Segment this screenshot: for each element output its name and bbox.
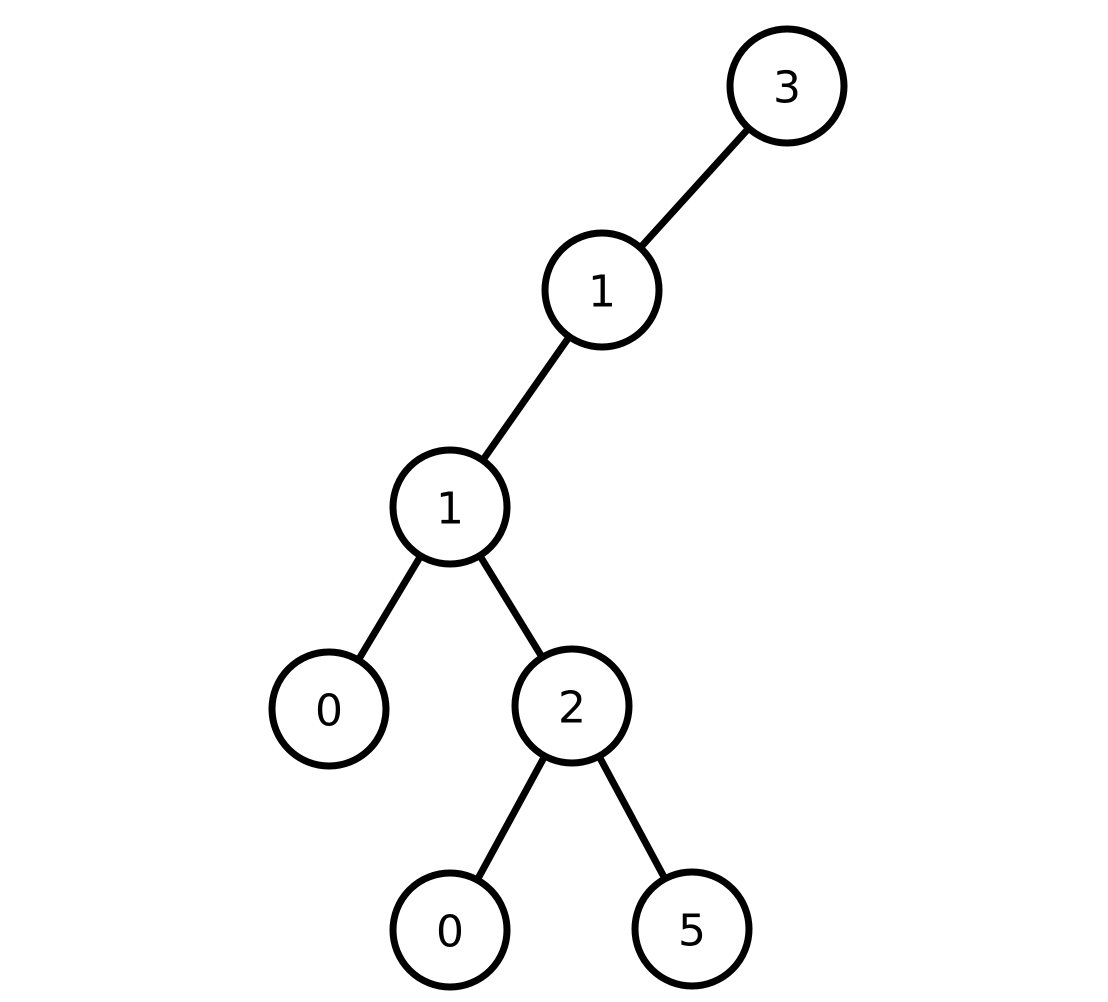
tree-node-circle <box>389 446 511 568</box>
tree-node: 1 <box>541 229 663 351</box>
tree-node-circle <box>268 648 390 770</box>
tree-node-circle <box>631 868 753 990</box>
tree-node: 1 <box>389 446 511 568</box>
tree-node: 3 <box>726 25 848 147</box>
tree-node-label: 5 <box>678 906 706 957</box>
tree-node-circle <box>511 645 633 767</box>
tree-node: 0 <box>268 648 390 770</box>
tree-node-label: 3 <box>773 63 801 114</box>
tree-node-circle <box>726 25 848 147</box>
tree-node-circle <box>541 229 663 351</box>
tree-node-label: 1 <box>436 484 464 535</box>
tree-node: 0 <box>389 869 511 991</box>
tree-node-label: 0 <box>436 907 464 958</box>
tree-nodes: 3 1 1 0 2 0 5 <box>268 25 848 991</box>
tree-node: 2 <box>511 645 633 767</box>
tree-node-label: 2 <box>558 683 586 734</box>
tree-node: 5 <box>631 868 753 990</box>
tree-node-circle <box>389 869 511 991</box>
tree-node-label: 1 <box>588 267 616 318</box>
tree-node-label: 0 <box>315 686 343 737</box>
